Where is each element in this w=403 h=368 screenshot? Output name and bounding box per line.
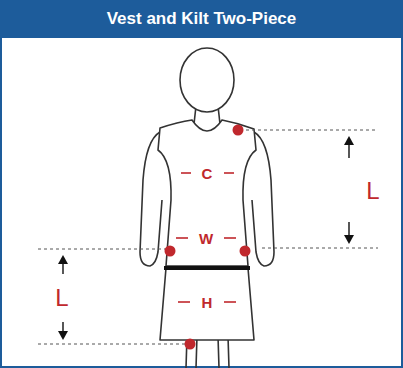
measure-dashes — [176, 173, 236, 302]
dimension-arrows — [58, 136, 354, 340]
waist-label: W — [199, 231, 213, 246]
title-bar: Vest and Kilt Two-Piece — [0, 0, 403, 38]
hip-label: H — [202, 295, 213, 310]
figure — [140, 48, 274, 368]
chest-label: C — [202, 166, 213, 181]
length-label: L — [366, 179, 379, 203]
measure-points — [165, 125, 251, 350]
length-label: L — [55, 286, 68, 310]
waist-band — [164, 266, 250, 270]
guide-lines — [38, 130, 378, 344]
